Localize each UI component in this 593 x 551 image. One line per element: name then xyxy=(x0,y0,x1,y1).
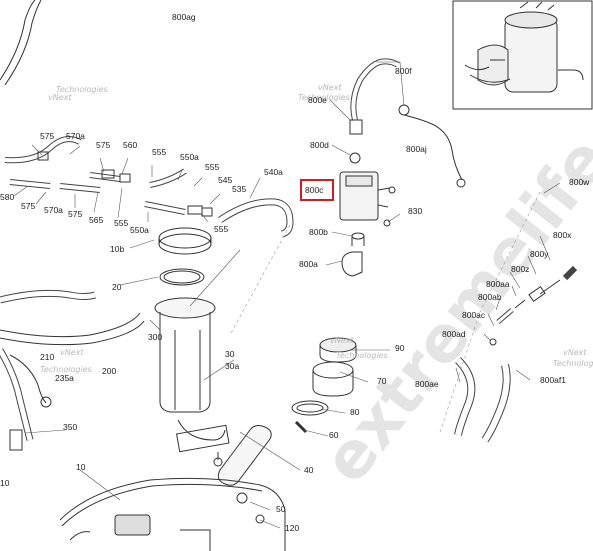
callout-highlight-box xyxy=(300,179,334,201)
callout-200: 200 xyxy=(102,366,116,376)
callout-800aj: 800aj xyxy=(406,144,427,154)
callout-575-3: 575 xyxy=(21,201,35,211)
callout-350: 350 xyxy=(63,422,77,432)
fuel-hoses-upper-left xyxy=(0,0,294,238)
watermark-brand-3a: vNext xyxy=(60,348,84,357)
callout-50: 50 xyxy=(276,504,286,514)
callout-555-4: 555 xyxy=(214,224,228,234)
callout-570a-1: 570a xyxy=(66,131,85,141)
callout-800ae: 800ae xyxy=(415,379,439,389)
callout-80: 80 xyxy=(350,407,360,417)
callout-20: 20 xyxy=(112,282,122,292)
callout-10-left: 10 xyxy=(0,478,10,488)
watermark-brand-3b: Technologies xyxy=(40,365,92,374)
callout-800z: 800z xyxy=(511,264,529,274)
callout-235a: 235a xyxy=(55,373,74,383)
callout-labels: 800ag 800e 800f 800d 800aj 800c 800w 830… xyxy=(0,12,590,533)
filler-neck-parts xyxy=(217,337,357,524)
callout-560: 560 xyxy=(123,140,137,150)
callout-545: 545 xyxy=(218,175,232,185)
callout-535: 535 xyxy=(232,184,246,194)
callout-10: 10 xyxy=(76,462,86,472)
fuel-line-right xyxy=(454,265,578,443)
watermark-brand-2a: vNext xyxy=(48,93,72,102)
callout-300: 300 xyxy=(148,332,162,342)
callout-550a-1: 550a xyxy=(180,152,199,162)
callout-800ad: 800ad xyxy=(442,329,466,339)
callout-800c: 800c xyxy=(305,185,324,195)
watermark-brand-5b: Technologies xyxy=(553,359,593,368)
callout-575-4: 575 xyxy=(68,209,82,219)
callout-60: 60 xyxy=(329,430,339,440)
callout-800a: 800a xyxy=(299,259,318,269)
watermark-brand-5a: vNext xyxy=(563,348,587,357)
callout-570a-2: 570a xyxy=(44,205,63,215)
callout-90: 90 xyxy=(395,343,405,353)
callout-800y: 800y xyxy=(530,249,549,259)
callout-800ac: 800ac xyxy=(462,310,486,320)
callout-800f: 800f xyxy=(395,66,412,76)
callout-555-3: 555 xyxy=(114,218,128,228)
callout-800aa: 800aa xyxy=(486,279,510,289)
callout-830: 830 xyxy=(408,206,422,216)
callout-800ab: 800ab xyxy=(478,292,502,302)
callout-800ag: 800ag xyxy=(172,12,196,22)
callout-10b: 10b xyxy=(110,244,124,254)
callout-800af1: 800af1 xyxy=(540,375,566,385)
callout-120: 120 xyxy=(285,523,299,533)
watermark-brand-4b: Technologies xyxy=(336,351,388,360)
watermark-brand-4a: vNext xyxy=(330,336,354,345)
callout-800e: 800e xyxy=(308,95,327,105)
callout-210: 210 xyxy=(40,352,54,362)
callout-565: 565 xyxy=(89,215,103,225)
callout-540a: 540a xyxy=(264,167,283,177)
callout-800w: 800w xyxy=(569,177,590,187)
fuel-filter-components xyxy=(339,58,466,277)
callout-800b: 800b xyxy=(309,227,328,237)
watermark-brand-2b: Technologies xyxy=(56,85,108,94)
fuel-tank xyxy=(59,477,286,551)
callout-30: 30 xyxy=(225,349,235,359)
callout-575-2: 575 xyxy=(96,140,110,150)
callout-575-1: 575 xyxy=(40,131,54,141)
fuel-pump-assembly xyxy=(154,227,230,467)
watermark-brand-1b: Technologies xyxy=(298,93,350,102)
callout-555-1: 555 xyxy=(152,147,166,157)
leader-lines xyxy=(13,61,561,529)
callout-550a-2: 550a xyxy=(130,225,149,235)
callout-30a: 30a xyxy=(225,361,239,371)
inset-fuel-filter-view xyxy=(452,0,593,110)
callout-555-2: 555 xyxy=(205,162,219,172)
watermark-brand-1a: vNext xyxy=(318,83,342,92)
callout-40: 40 xyxy=(304,465,314,475)
watermark-group: vNext Technologies vNext Technologies vN… xyxy=(40,83,593,374)
fuel-hoses-mid-left xyxy=(0,289,145,451)
callout-70: 70 xyxy=(377,376,387,386)
callout-800d: 800d xyxy=(310,140,329,150)
callout-800x: 800x xyxy=(553,230,572,240)
callout-580: 580 xyxy=(0,192,14,202)
